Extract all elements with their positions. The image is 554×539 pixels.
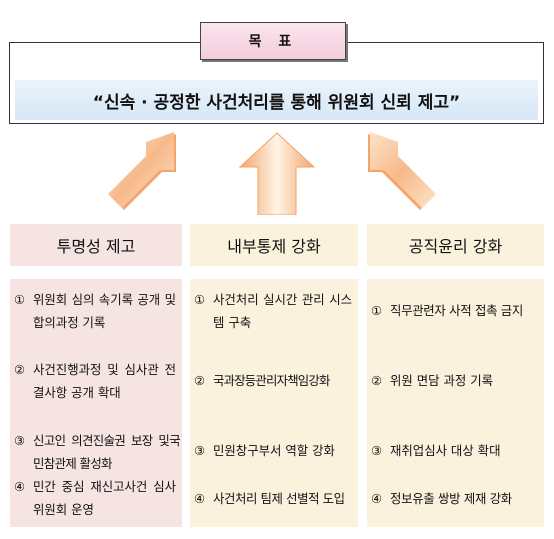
arrow-up-icon bbox=[238, 132, 316, 215]
list-item: ② 국과장등관리자책임강화 bbox=[190, 369, 358, 392]
list-item: ② 위원 면담 과정 기록 bbox=[367, 369, 544, 392]
column-header-internal-control: 내부통제 강화 bbox=[190, 224, 358, 266]
item-number: ④ bbox=[194, 491, 205, 506]
item-text: 사건처리 팀제 선별적 도입 bbox=[213, 491, 345, 506]
arrow-up-left-icon bbox=[108, 132, 176, 210]
arrow-up-right-icon bbox=[368, 132, 436, 210]
item-number: ④ bbox=[371, 491, 382, 506]
column-header-public-ethics: 공직윤리 강화 bbox=[367, 224, 544, 266]
item-text: 직무관련자 사적 접촉 금지 bbox=[390, 303, 524, 318]
list-item: ④ 민간 중심 재신고사건 심사위원회 운영 bbox=[10, 475, 182, 521]
item-text: 사건진행과정 및 심사관 전결사항 공개 확대 bbox=[33, 362, 176, 400]
list-item: ③ 신고인 의견진술권 보장 및국민참관제 활성화 bbox=[10, 429, 182, 475]
item-text: 사건처리 실시간 관리 시스템 구축 bbox=[213, 292, 352, 330]
goal-label: 목 표 bbox=[200, 22, 346, 60]
item-number: ④ bbox=[14, 479, 26, 494]
item-number: ① bbox=[194, 292, 206, 307]
item-text: 정보유출 쌍방 제재 강화 bbox=[390, 491, 512, 506]
list-item: ① 사건처리 실시간 관리 시스템 구축 bbox=[190, 288, 358, 334]
item-number: ③ bbox=[14, 433, 25, 448]
column-body-public-ethics: ① 직무관련자 사적 접촉 금지 ② 위원 면담 과정 기록 ③ 재취업심사 대… bbox=[367, 279, 544, 527]
item-number: ① bbox=[14, 292, 26, 307]
item-text: 국과장등관리자책임강화 bbox=[213, 373, 330, 388]
list-item: ① 위원회 심의 속기록 공개 및 합의과정 기록 bbox=[10, 288, 182, 334]
goal-statement: “신속 · 공정한 사건처리를 통해 위원회 신뢰 제고” bbox=[15, 80, 538, 120]
item-number: ③ bbox=[194, 443, 206, 458]
list-item: ① 직무관련자 사적 접촉 금지 bbox=[367, 299, 544, 322]
item-number: ① bbox=[371, 303, 382, 318]
item-number: ③ bbox=[371, 443, 383, 458]
column-body-internal-control: ① 사건처리 실시간 관리 시스템 구축 ② 국과장등관리자책임강화 ③ 민원창… bbox=[190, 279, 358, 527]
item-text: 민원창구부서 역할 강화 bbox=[213, 443, 335, 458]
column-header-transparency: 투명성 제고 bbox=[10, 224, 182, 266]
list-item: ④ 사건처리 팀제 선별적 도입 bbox=[190, 487, 358, 510]
item-text: 위원회 심의 속기록 공개 및 합의과정 기록 bbox=[33, 292, 176, 330]
item-number: ② bbox=[14, 362, 26, 377]
item-number: ② bbox=[371, 373, 383, 388]
list-item: ③ 재취업심사 대상 확대 bbox=[367, 439, 544, 462]
item-text: 민간 중심 재신고사건 심사위원회 운영 bbox=[33, 479, 176, 517]
column-body-transparency: ① 위원회 심의 속기록 공개 및 합의과정 기록 ② 사건진행과정 및 심사관… bbox=[10, 279, 182, 527]
list-item: ④ 정보유출 쌍방 제재 강화 bbox=[367, 487, 544, 510]
item-number: ② bbox=[194, 373, 205, 388]
list-item: ② 사건진행과정 및 심사관 전결사항 공개 확대 bbox=[10, 358, 182, 404]
item-text: 신고인 의견진술권 보장 및국민참관제 활성화 bbox=[33, 433, 181, 471]
item-text: 재취업심사 대상 확대 bbox=[390, 443, 501, 458]
item-text: 위원 면담 과정 기록 bbox=[390, 373, 494, 388]
list-item: ③ 민원창구부서 역할 강화 bbox=[190, 439, 358, 462]
